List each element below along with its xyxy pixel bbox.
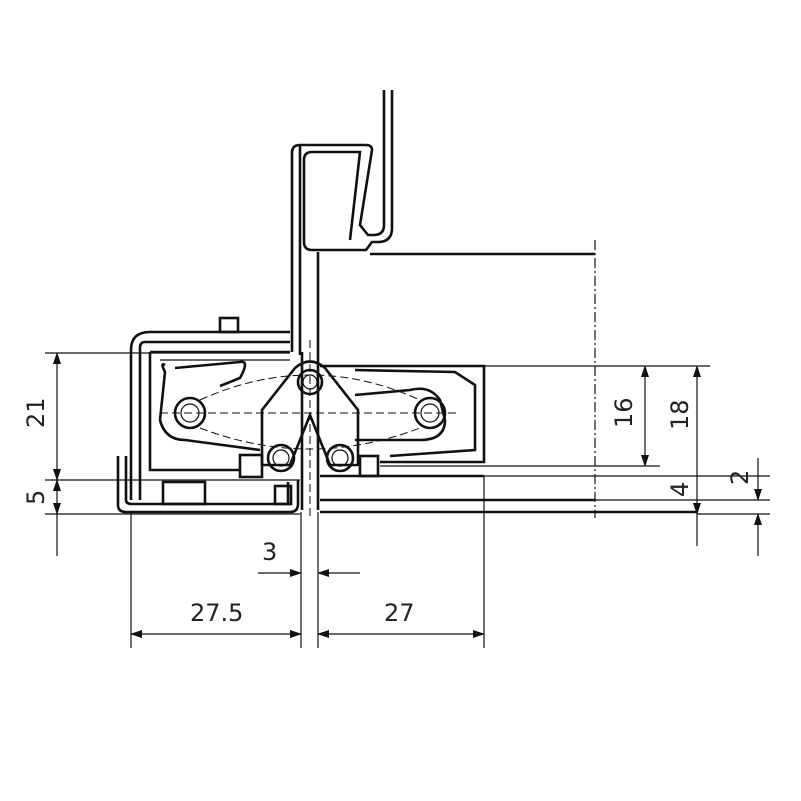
dim-18: 18 bbox=[666, 399, 694, 430]
frame-profile bbox=[290, 90, 595, 510]
pivot-pins bbox=[160, 340, 460, 520]
dim-2: 2 bbox=[726, 470, 754, 485]
dimension-lines bbox=[45, 240, 770, 648]
dim-4: 4 bbox=[666, 482, 694, 497]
dim-3: 3 bbox=[262, 538, 277, 566]
dim-16: 16 bbox=[610, 397, 638, 428]
hinge-body-left bbox=[116, 316, 300, 514]
dim-21: 21 bbox=[22, 397, 50, 428]
dim-5: 5 bbox=[22, 490, 50, 505]
dim-27: 27 bbox=[384, 599, 415, 627]
hinge-body-right bbox=[320, 364, 697, 514]
dim-27-5: 27.5 bbox=[190, 599, 243, 627]
